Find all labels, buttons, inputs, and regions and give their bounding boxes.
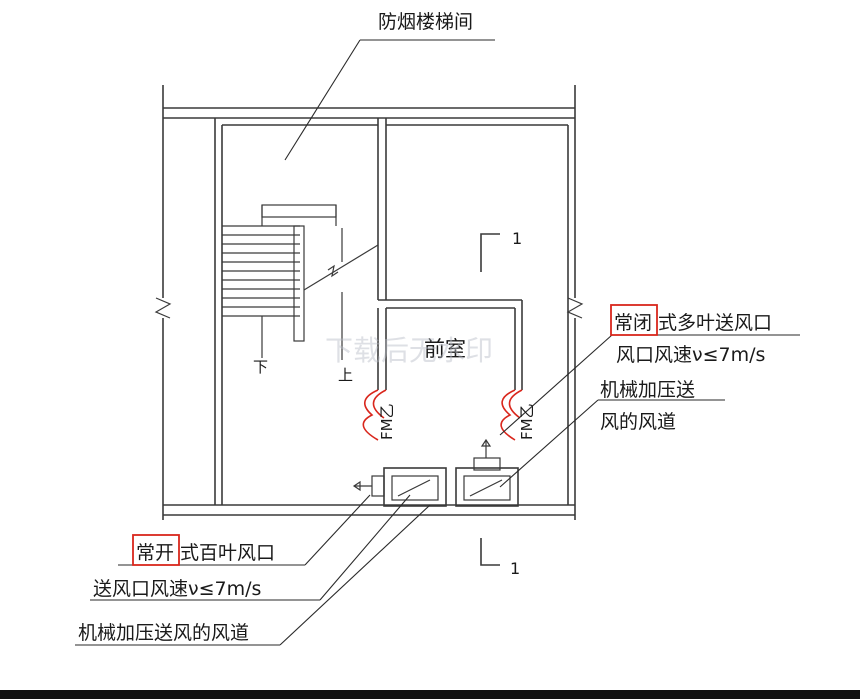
callout-right-vent-speed: 风口风速ν≤7m/s <box>616 344 765 366</box>
stairwell-label: 防烟楼梯间 <box>378 11 473 33</box>
callout-right-vent-text: 式多叶送风口 <box>658 312 772 334</box>
section-marker-bottom <box>480 538 500 566</box>
door-label-left: FM乙 <box>378 403 396 440</box>
door-label-right: FM乙 <box>518 403 536 440</box>
bottom-wall <box>163 504 575 516</box>
highlight-box-normally-closed <box>610 304 658 336</box>
section-label-bottom: 1 <box>510 559 520 578</box>
callout-left-duct: 机械加压送风的风道 <box>78 622 249 644</box>
callout-left-vent-speed: 送风口风速ν≤7m/s <box>93 578 261 600</box>
duct-right <box>455 438 519 507</box>
duct-left <box>352 467 447 507</box>
bottom-edge-bar <box>0 690 860 699</box>
callout-right-duct-line2: 风的风道 <box>600 411 676 433</box>
anteroom-label: 前室 <box>424 337 466 361</box>
callout-right-vent-highlight: 常闭 <box>614 312 652 334</box>
callout-right-duct-line1: 机械加压送 <box>600 379 695 401</box>
highlight-box-normally-open <box>132 534 180 566</box>
section-label-top: 1 <box>512 229 522 248</box>
callout-left-vent-highlight: 常开 <box>136 542 174 564</box>
stair-up-label: 上 <box>338 366 353 384</box>
left-outer-wall <box>154 85 172 520</box>
leader-lines <box>75 39 800 646</box>
stair-down-label: 下 <box>253 358 268 376</box>
callout-left-vent-text: 式百叶风口 <box>180 542 275 564</box>
watermark-text: 下载后无水印 <box>325 334 493 367</box>
top-wall <box>163 107 575 119</box>
anteroom-outline <box>377 124 569 505</box>
section-marker-top <box>480 233 500 272</box>
stairwell-room-outline <box>214 118 387 505</box>
stair-steps <box>222 204 379 360</box>
right-outer-wall <box>566 85 584 520</box>
fire-door-left <box>362 389 387 441</box>
